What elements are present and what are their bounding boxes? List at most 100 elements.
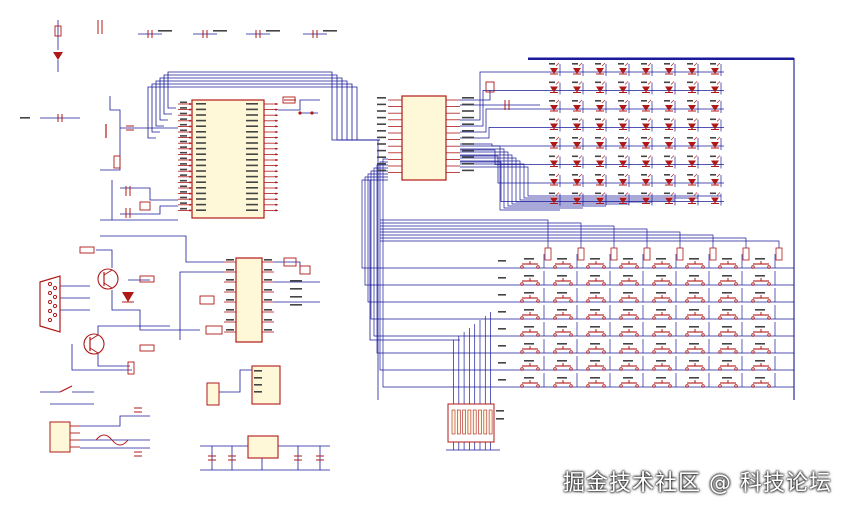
- power-led: [53, 52, 63, 60]
- led-emission-arrow: [601, 155, 606, 159]
- push-button-contact: [668, 265, 672, 269]
- pin-label-mark: [557, 343, 567, 345]
- led-emission-arrow: [670, 99, 675, 104]
- pin-label-mark: [524, 309, 534, 311]
- push-button-contact: [701, 367, 705, 371]
- mcu-pin-dot: [275, 181, 277, 184]
- pin-label-mark: [462, 156, 474, 158]
- matrix-led: [665, 105, 673, 111]
- pin-label-mark: [618, 137, 624, 139]
- led-emission-arrow: [624, 173, 629, 178]
- pin-label-mark: [618, 174, 624, 176]
- pin-label-mark: [618, 81, 624, 84]
- serial-interface-chip: [235, 257, 263, 343]
- led-emission-arrow: [670, 155, 675, 159]
- led-emission-arrow: [555, 192, 560, 196]
- matrix-led: [619, 123, 627, 130]
- led-emission-arrow: [555, 99, 560, 104]
- mcu-pin-dot: [189, 136, 191, 139]
- pin-label-mark: [377, 97, 386, 99]
- pin-label-mark: [524, 275, 534, 277]
- pin-label-mark: [549, 63, 555, 65]
- pin-label-mark: [549, 118, 555, 121]
- mcu-pin-dot: [189, 103, 191, 105]
- junction: [310, 111, 314, 115]
- pin-label-mark: [377, 130, 386, 132]
- pin-label-mark: [226, 329, 234, 331]
- dip-toggle: [456, 409, 461, 435]
- mcu-pin-dot: [275, 142, 277, 145]
- led-emission-arrow: [670, 173, 675, 178]
- db9-pin: [47, 317, 53, 323]
- led-emission-arrow: [693, 99, 698, 104]
- matrix-led: [665, 197, 673, 204]
- pin-label-mark: [180, 163, 187, 165]
- pin-label-mark: [196, 125, 206, 127]
- key-row-route-wire: [364, 176, 500, 286]
- led-emission-arrow: [716, 99, 721, 104]
- push-button-contact: [602, 299, 606, 303]
- pin-label-mark: [572, 155, 578, 158]
- pin-label-mark: [180, 168, 187, 171]
- col-drive-wire: [460, 166, 721, 197]
- push-button-contact: [619, 384, 623, 388]
- push-button-contact: [520, 299, 524, 303]
- capacitor: [283, 257, 297, 267]
- pin-label-mark: [557, 258, 567, 260]
- matrix-led: [550, 68, 558, 74]
- crystal-wire: [120, 187, 178, 201]
- push-button-contact: [619, 367, 623, 371]
- pin-label-mark: [664, 81, 670, 84]
- pin-label-mark: [180, 196, 187, 199]
- push-button-contact: [586, 384, 590, 388]
- pin-label-mark: [710, 155, 716, 158]
- led-emission-arrow: [693, 192, 698, 196]
- push-button-contact: [536, 350, 540, 354]
- push-button-contact: [652, 350, 656, 354]
- mcu-pin-dot: [189, 153, 191, 156]
- matrix-led: [550, 123, 558, 130]
- pin-label-mark: [557, 377, 567, 379]
- pin-label-mark: [462, 110, 474, 112]
- push-button-contact: [520, 316, 524, 320]
- push-button-contact: [652, 316, 656, 320]
- led-emission-arrow: [647, 62, 652, 67]
- mcu-bus-wire: [147, 86, 380, 141]
- mcu-pin-dot: [189, 170, 191, 173]
- push-button-contact: [685, 350, 689, 354]
- pin-label-mark: [722, 275, 732, 277]
- led-emission-arrow: [601, 62, 606, 67]
- matrix-led: [688, 68, 696, 74]
- pin-label-mark: [755, 258, 765, 260]
- mcu-pin-dot: [275, 187, 277, 189]
- push-button-contact: [734, 316, 738, 320]
- pin-label-mark: [689, 326, 699, 328]
- matrix-led: [688, 142, 696, 148]
- row-drive-wire: [460, 149, 530, 165]
- push-button-contact: [685, 265, 689, 269]
- pin-label-mark: [623, 258, 633, 260]
- pin-label-mark: [264, 289, 272, 291]
- pin-label-mark: [196, 142, 206, 144]
- mcu-pin-dot: [275, 209, 277, 212]
- wire: [96, 249, 113, 268]
- wire: [369, 180, 460, 341]
- row-drive-wire: [460, 143, 530, 147]
- led-emission-arrow: [670, 136, 675, 141]
- pin-label-mark: [623, 326, 633, 328]
- key-pull-up-resistor: [643, 247, 651, 261]
- pin-label-mark: [226, 309, 234, 311]
- push-button-contact: [553, 282, 557, 286]
- push-button-contact: [685, 333, 689, 337]
- pin-label-mark: [180, 151, 187, 154]
- key-pull-up-resistor: [676, 247, 684, 261]
- push-button-contact: [569, 282, 573, 286]
- led-driver-chip: [401, 95, 447, 181]
- pin-label-mark: [687, 118, 693, 121]
- pin-label-mark: [246, 187, 258, 189]
- pin-label-mark: [524, 258, 534, 260]
- pin-label-mark: [557, 292, 567, 294]
- led-emission-arrow: [555, 62, 560, 67]
- pin-label-mark: [641, 137, 647, 139]
- push-button-contact: [569, 265, 573, 269]
